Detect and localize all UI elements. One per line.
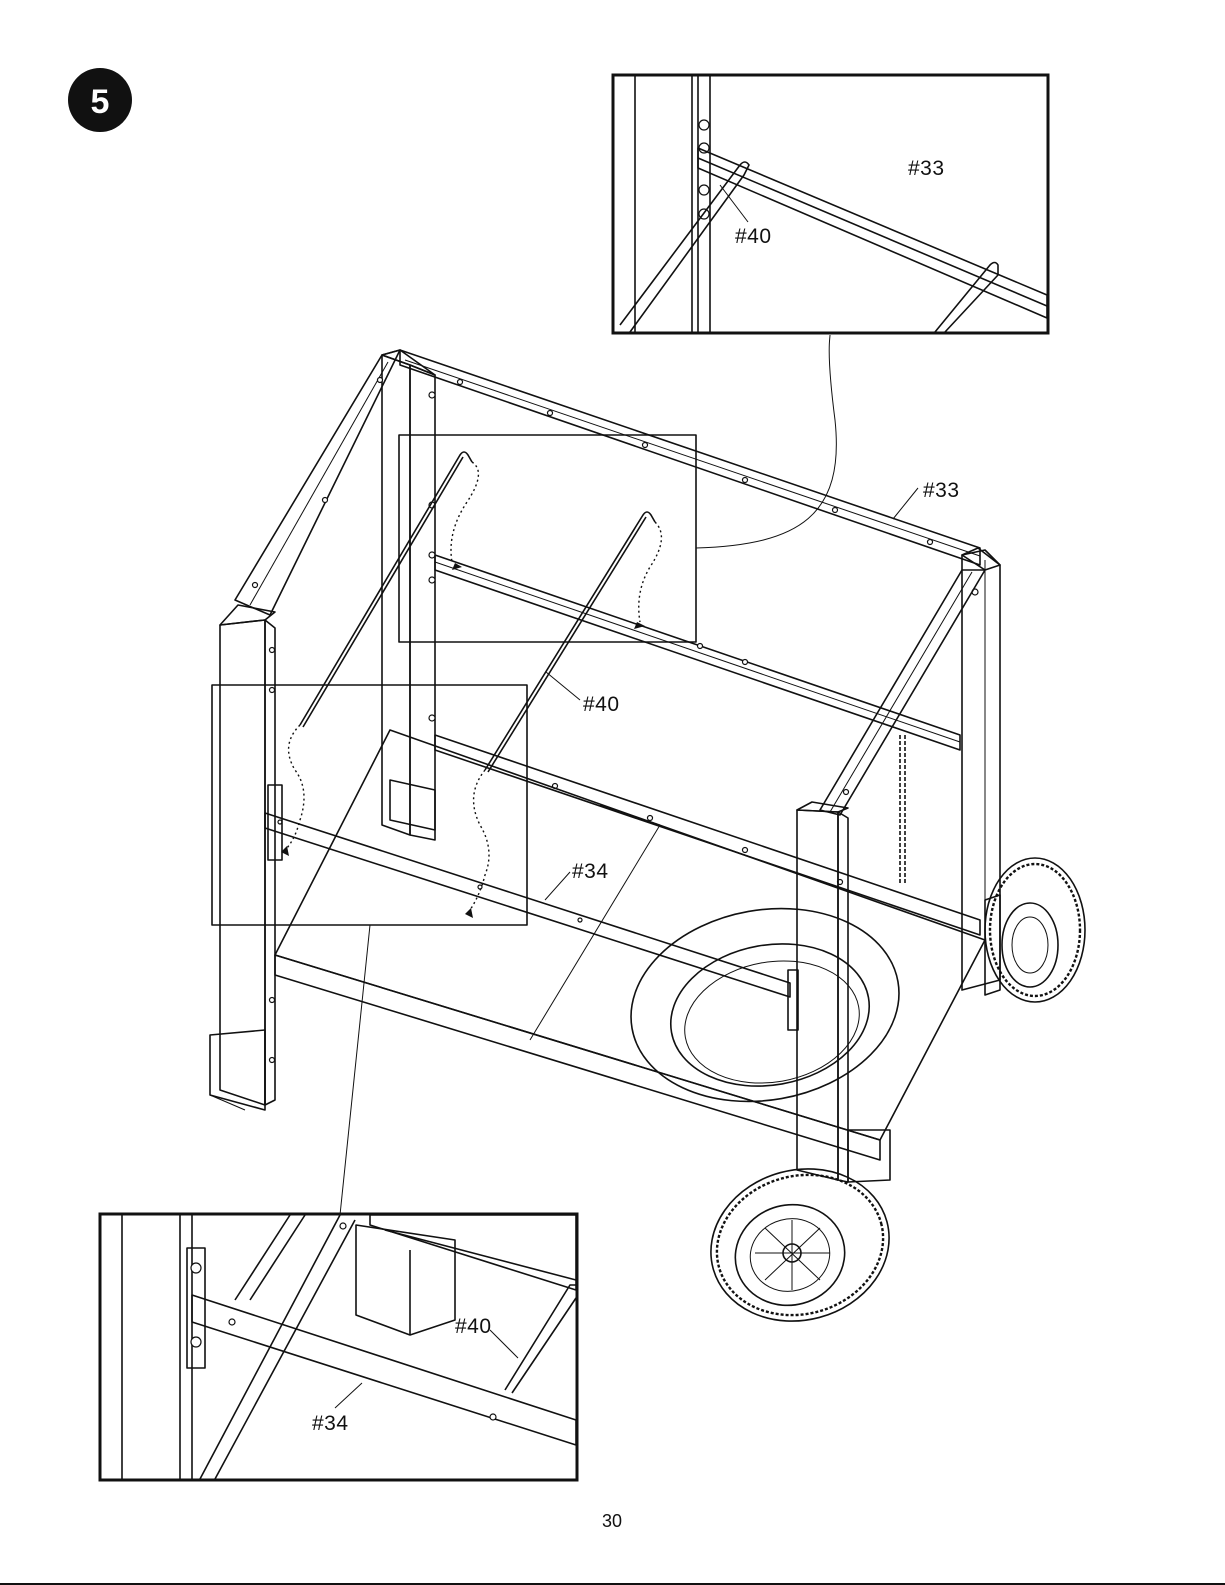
right-side-rail xyxy=(820,570,985,815)
label-inset-top-33: #33 xyxy=(908,157,945,180)
label-inset-top-40: #40 xyxy=(735,225,772,248)
front-wheel xyxy=(694,1149,907,1340)
label-main-33: #33 xyxy=(923,479,960,502)
chain xyxy=(900,735,905,885)
label-main-40: #40 xyxy=(583,693,620,716)
inset-top xyxy=(613,75,1048,333)
back-right-leg xyxy=(962,548,1000,990)
label-main-34: #34 xyxy=(572,860,609,883)
rear-wheel xyxy=(985,858,1085,1002)
page-number: 30 xyxy=(602,1511,622,1531)
back-left-leg xyxy=(382,350,435,840)
top-rail-33 xyxy=(400,350,980,565)
front-right-leg xyxy=(788,802,890,1182)
front-left-leg xyxy=(210,605,282,1110)
back-lower-rail xyxy=(435,555,980,935)
step-number: 5 xyxy=(91,83,110,121)
step-badge: 5 xyxy=(68,68,132,132)
label-inset-bottom-34: #34 xyxy=(312,1412,349,1435)
callout-box-top xyxy=(399,435,696,642)
inset-bottom xyxy=(100,1214,577,1480)
label-inset-bottom-40: #40 xyxy=(455,1315,492,1338)
left-side-rail xyxy=(235,350,400,615)
